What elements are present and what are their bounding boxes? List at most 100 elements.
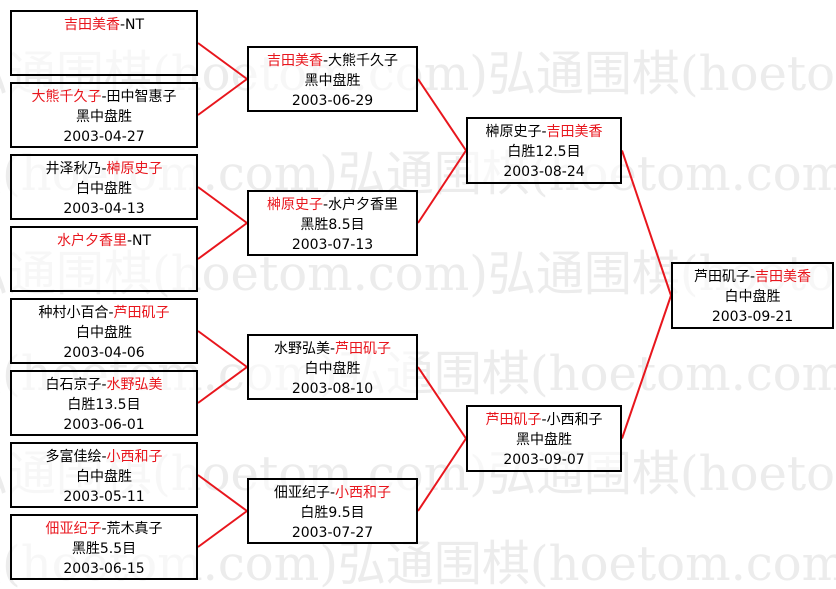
- match-date: 2003-09-21: [711, 309, 794, 325]
- match-players: 水野弘美-芦田矶子: [249, 339, 416, 359]
- player-separator: -: [101, 161, 107, 177]
- match-result: 黑胜5.5目: [71, 541, 137, 557]
- match-players: 水户夕香里-NT: [12, 231, 196, 251]
- player-2: 小西和子: [335, 485, 392, 501]
- bracket-link: [621, 295, 672, 439]
- match-box-r1m4: 水户夕香里-NT: [10, 226, 198, 292]
- match-box-r1m7: 多富佳绘-小西和子白中盘胜 2003-05-11: [10, 442, 198, 508]
- match-result: 黑中盘胜: [304, 73, 361, 89]
- bracket-link: [417, 149, 467, 224]
- match-players: 芦田矶子-小西和子: [468, 410, 620, 430]
- player-1: 井泽秋乃: [45, 161, 102, 177]
- bracket-link: [197, 186, 248, 224]
- match-result: 黑胜8.5目: [300, 217, 365, 233]
- match-box-r1m8: 佃亚纪子-荒木真子黑胜5.5目 2003-06-15: [10, 514, 198, 580]
- match-date: [12, 55, 196, 75]
- player-separator: -: [101, 449, 107, 465]
- match-result: 白胜13.5目: [67, 397, 141, 413]
- player-separator: -: [108, 305, 114, 321]
- match-players: 多富佳绘-小西和子: [12, 447, 196, 467]
- match-result: 白中盘胜: [76, 325, 132, 341]
- match-players: 佃亚纪子-小西和子: [249, 483, 416, 503]
- match-box-r1m1: 吉田美香-NT: [10, 10, 198, 76]
- match-date: 2003-04-13: [63, 201, 145, 217]
- player-2: 芦田矶子: [335, 341, 392, 357]
- match-date: 2003-08-10: [291, 381, 374, 397]
- player-separator: -: [322, 197, 329, 213]
- match-players: 吉田美香-NT: [12, 15, 196, 35]
- player-1: 种村小百合: [38, 305, 109, 321]
- player-1: 大熊千久子: [31, 89, 102, 105]
- match-result: 白中盘胜: [304, 361, 361, 377]
- match-date: 2003-08-24: [503, 164, 585, 180]
- player-1: 吉田美香: [266, 53, 323, 69]
- match-result: 白胜9.5目: [300, 505, 365, 521]
- player-1: 芦田矶子: [693, 269, 750, 285]
- player-1: 芦田矶子: [485, 412, 542, 428]
- match-result: 白中盘胜: [724, 289, 781, 305]
- player-2: 吉田美香: [755, 269, 812, 285]
- player-1: 榊原史子: [266, 197, 323, 213]
- bracket-link: [197, 78, 248, 116]
- match-players: 吉田美香-大熊千久子: [249, 51, 416, 71]
- match-players: 井泽秋乃-榊原史子: [12, 159, 196, 179]
- match-date: 2003-06-01: [63, 417, 145, 433]
- bracket-link: [197, 330, 248, 368]
- match-box-r1m2: 大熊千久子-田中智惠子黑中盘胜 2003-04-27: [10, 82, 198, 148]
- player-separator: -: [541, 124, 547, 140]
- player-2: 小西和子: [106, 449, 163, 465]
- player-separator: -: [329, 341, 336, 357]
- match-box-r2m4: 佃亚纪子-小西和子白胜9.5目 2003-07-27: [247, 478, 418, 544]
- player-separator: -: [126, 233, 133, 249]
- match-box-r2m3: 水野弘美-芦田矶子白中盘胜 2003-08-10: [247, 334, 418, 400]
- match-date: 2003-07-27: [291, 525, 374, 541]
- match-date: 2003-05-11: [63, 489, 145, 505]
- match-result: 黑中盘胜: [76, 109, 132, 125]
- player-1: 白石京子: [45, 377, 102, 393]
- match-players: 种村小百合-芦田矶子: [12, 303, 196, 323]
- player-1: 榊原史子: [485, 124, 542, 140]
- match-players: 大熊千久子-田中智惠子: [12, 87, 196, 107]
- bracket-link: [197, 42, 248, 80]
- bracket-link: [417, 437, 467, 512]
- match-players: 佃亚纪子-荒木真子: [12, 519, 196, 539]
- player-2: 田中智惠子: [106, 89, 177, 105]
- player-2: 小西和子: [546, 412, 603, 428]
- player-2: 水野弘美: [106, 377, 163, 393]
- match-date: 2003-04-27: [63, 129, 145, 145]
- player-1: 多富佳绘: [45, 449, 102, 465]
- player-1: 佃亚纪子: [45, 521, 102, 537]
- player-1: 佃亚纪子: [273, 485, 330, 501]
- bracket-link: [197, 222, 248, 260]
- player-2: 大熊千久子: [328, 53, 399, 69]
- player-1: 水户夕香里: [56, 233, 127, 249]
- player-2: 榊原史子: [106, 161, 163, 177]
- player-2: 吉田美香: [546, 124, 603, 140]
- player-2: 芦田矶子: [113, 305, 170, 321]
- player-separator: -: [101, 377, 107, 393]
- player-separator: -: [541, 412, 547, 428]
- player-separator: -: [749, 269, 756, 285]
- player-separator: -: [322, 53, 329, 69]
- player-separator: -: [119, 17, 126, 33]
- match-date: 2003-06-15: [63, 561, 145, 577]
- match-box-final: 芦田矶子-吉田美香白中盘胜 2003-09-21: [671, 262, 834, 329]
- player-separator: -: [101, 521, 107, 537]
- player-1: 水野弘美: [273, 341, 330, 357]
- player-2: 荒木真子: [106, 521, 163, 537]
- bracket-link: [621, 150, 672, 296]
- match-result: 白中盘胜: [76, 469, 132, 485]
- match-result: 黑中盘胜: [516, 432, 572, 448]
- match-date: 2003-04-06: [63, 345, 145, 361]
- player-2: NT: [125, 17, 145, 33]
- match-players: 白石京子-水野弘美: [12, 375, 196, 395]
- match-players: 芦田矶子-吉田美香: [673, 267, 832, 287]
- match-result: [12, 35, 196, 55]
- player-separator: -: [329, 485, 336, 501]
- match-players: 榊原史子-吉田美香: [468, 122, 620, 142]
